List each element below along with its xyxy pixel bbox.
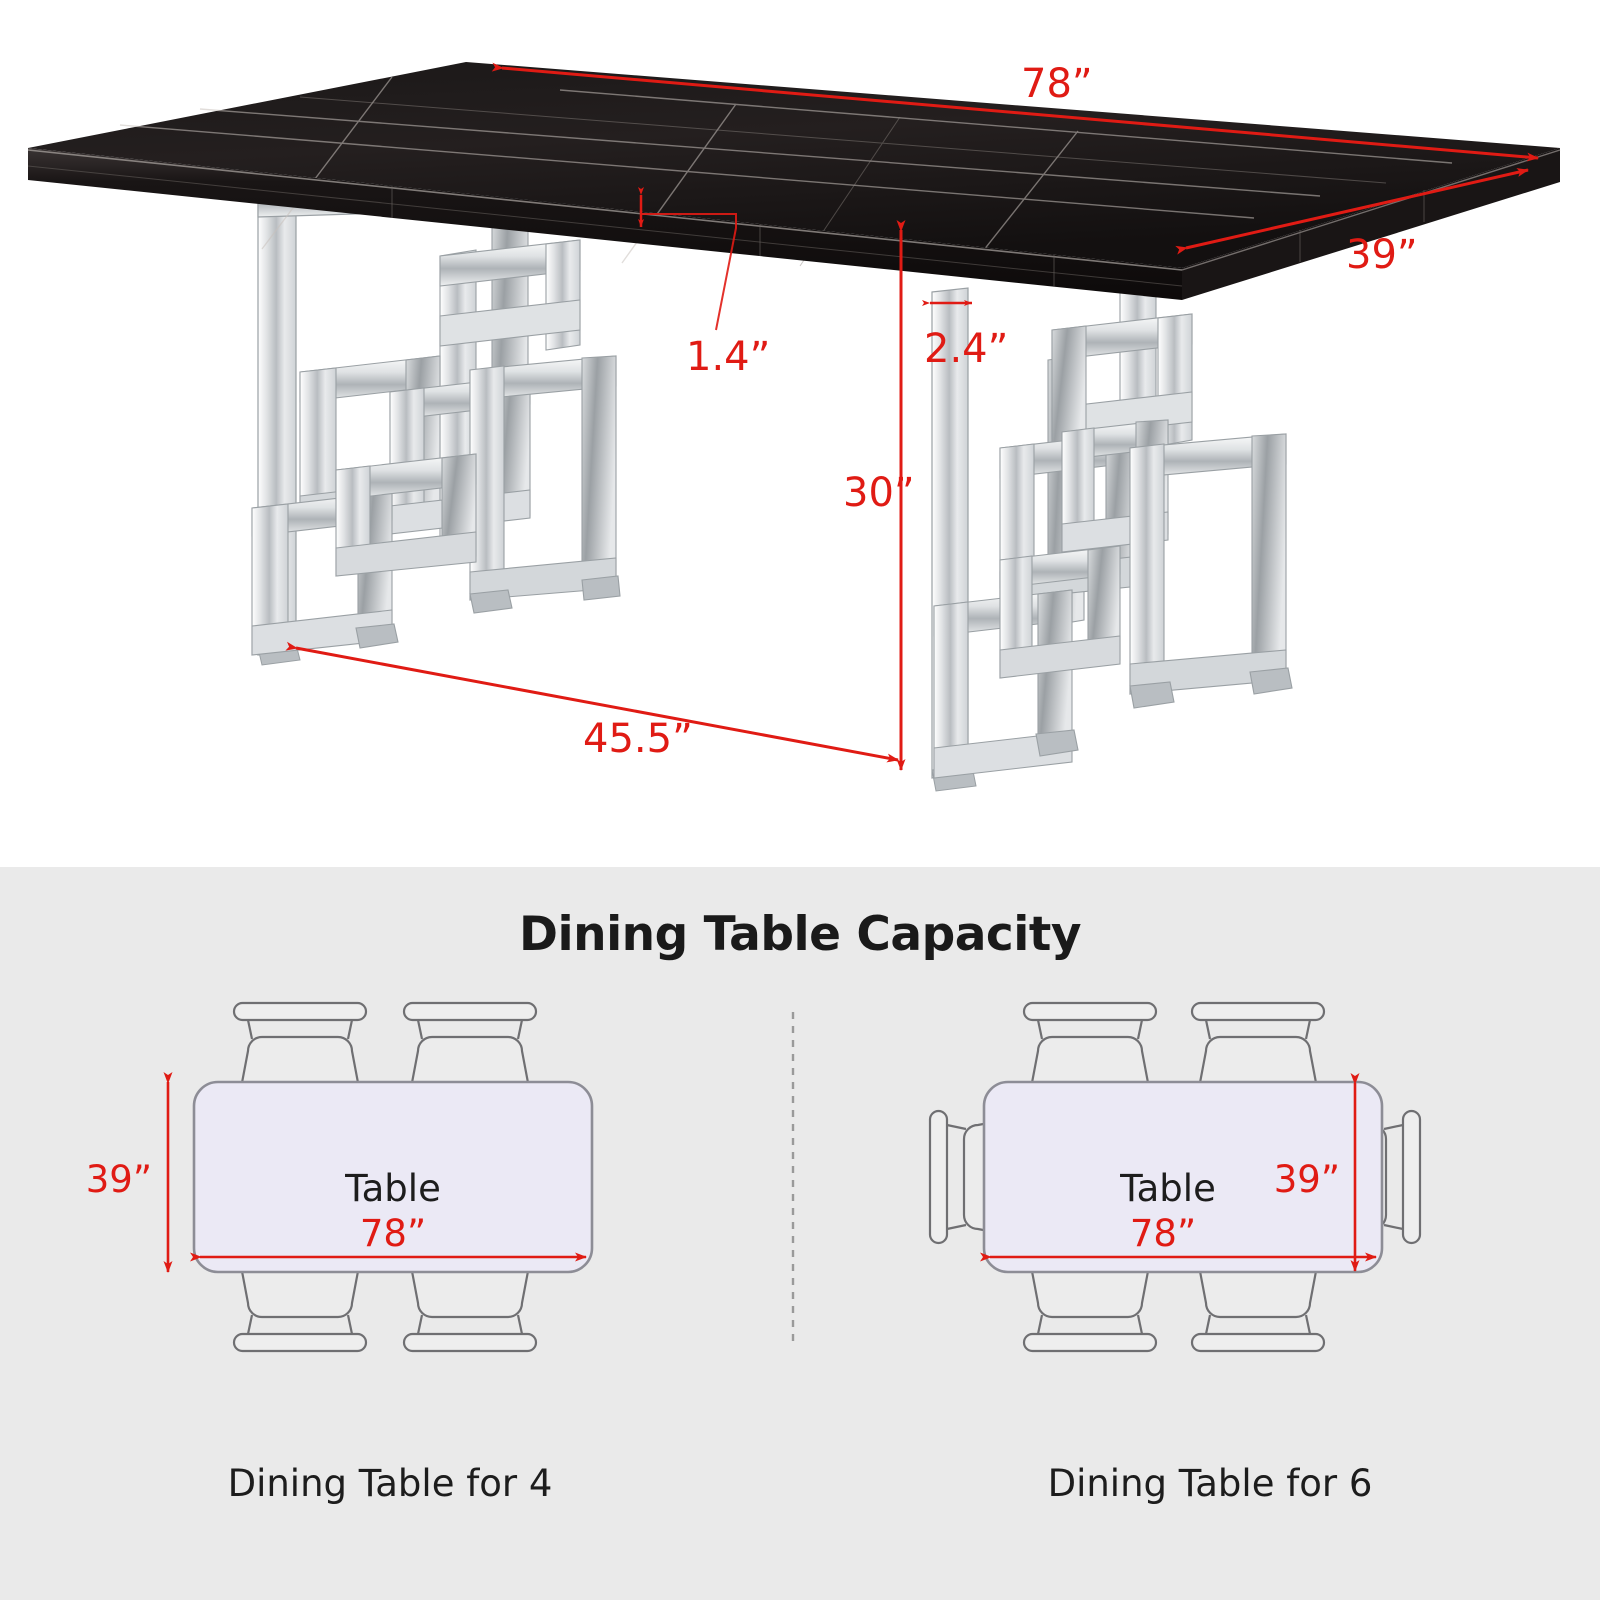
label-width: 39” [1346,232,1418,278]
caption-dining-table-6: Dining Table for 6 [1047,1462,1373,1505]
label-length-4: 78” [360,1212,426,1255]
capacity-panel: Dining Table Capacity [0,867,1600,1600]
table-label-6: Table [1119,1167,1216,1210]
capacity-diagrams: Table 78” 39” Ta [86,1001,1422,1353]
capacity-diagram-6: Table 78” 39” [928,1001,1422,1353]
label-height: 30” [843,470,915,516]
label-width-4: 39” [86,1158,152,1201]
table-outline-6 [982,1080,1384,1274]
table-label-4: Table [344,1167,441,1210]
label-length-6: 78” [1130,1212,1196,1255]
table-photo-diagram: 78” 39” 1.4” 2.4” 30” 45.5” [27,61,1561,792]
caption-dining-table-4: Dining Table for 4 [227,1462,553,1505]
label-thickness: 1.4” [686,334,770,380]
dimension-annotations [285,62,1539,771]
table-outline-4 [192,1080,594,1274]
dimension-line-width [1175,168,1529,255]
capacity-diagram-4: Table 78” 39” [86,1001,594,1353]
dimension-line-length [491,62,1539,162]
leader-line-thickness [641,213,737,331]
left-pedestal [251,177,1001,666]
right-pedestal [931,262,1293,792]
dimension-line-base-span [285,641,899,763]
label-length: 78” [1021,61,1093,107]
label-width-6: 39” [1274,1158,1340,1201]
capacity-title: Dining Table Capacity [518,907,1082,962]
label-base-span: 45.5” [583,716,693,762]
label-leg-thickness: 2.4” [924,326,1008,372]
product-photo-panel: 78” 39” 1.4” 2.4” 30” 45.5” [27,61,1561,792]
